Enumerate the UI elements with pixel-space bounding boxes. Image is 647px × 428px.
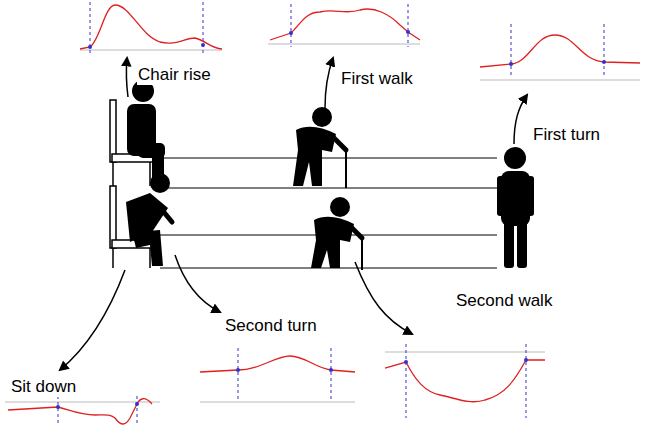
signal-plot (268, 4, 420, 47)
phase-label: Second turn (224, 317, 318, 336)
walking-person (311, 197, 362, 270)
turning-person (497, 147, 534, 268)
phase-label: Sit down (10, 378, 77, 397)
signal-plot (480, 24, 640, 80)
rising-person (126, 173, 172, 266)
phase-label: First turn (532, 126, 601, 145)
phase-label: Second walk (455, 292, 553, 311)
signal-plot (5, 396, 160, 426)
walking-person (293, 107, 346, 188)
signal-plot (200, 348, 355, 402)
sitting-person (127, 80, 169, 184)
signal-plot (385, 344, 545, 418)
walkway-lines (160, 158, 497, 268)
signal-plot (80, 2, 222, 53)
phase-label: First walk (340, 70, 414, 89)
phase-label: Chair rise (137, 66, 212, 85)
leader-arrow (60, 58, 527, 370)
